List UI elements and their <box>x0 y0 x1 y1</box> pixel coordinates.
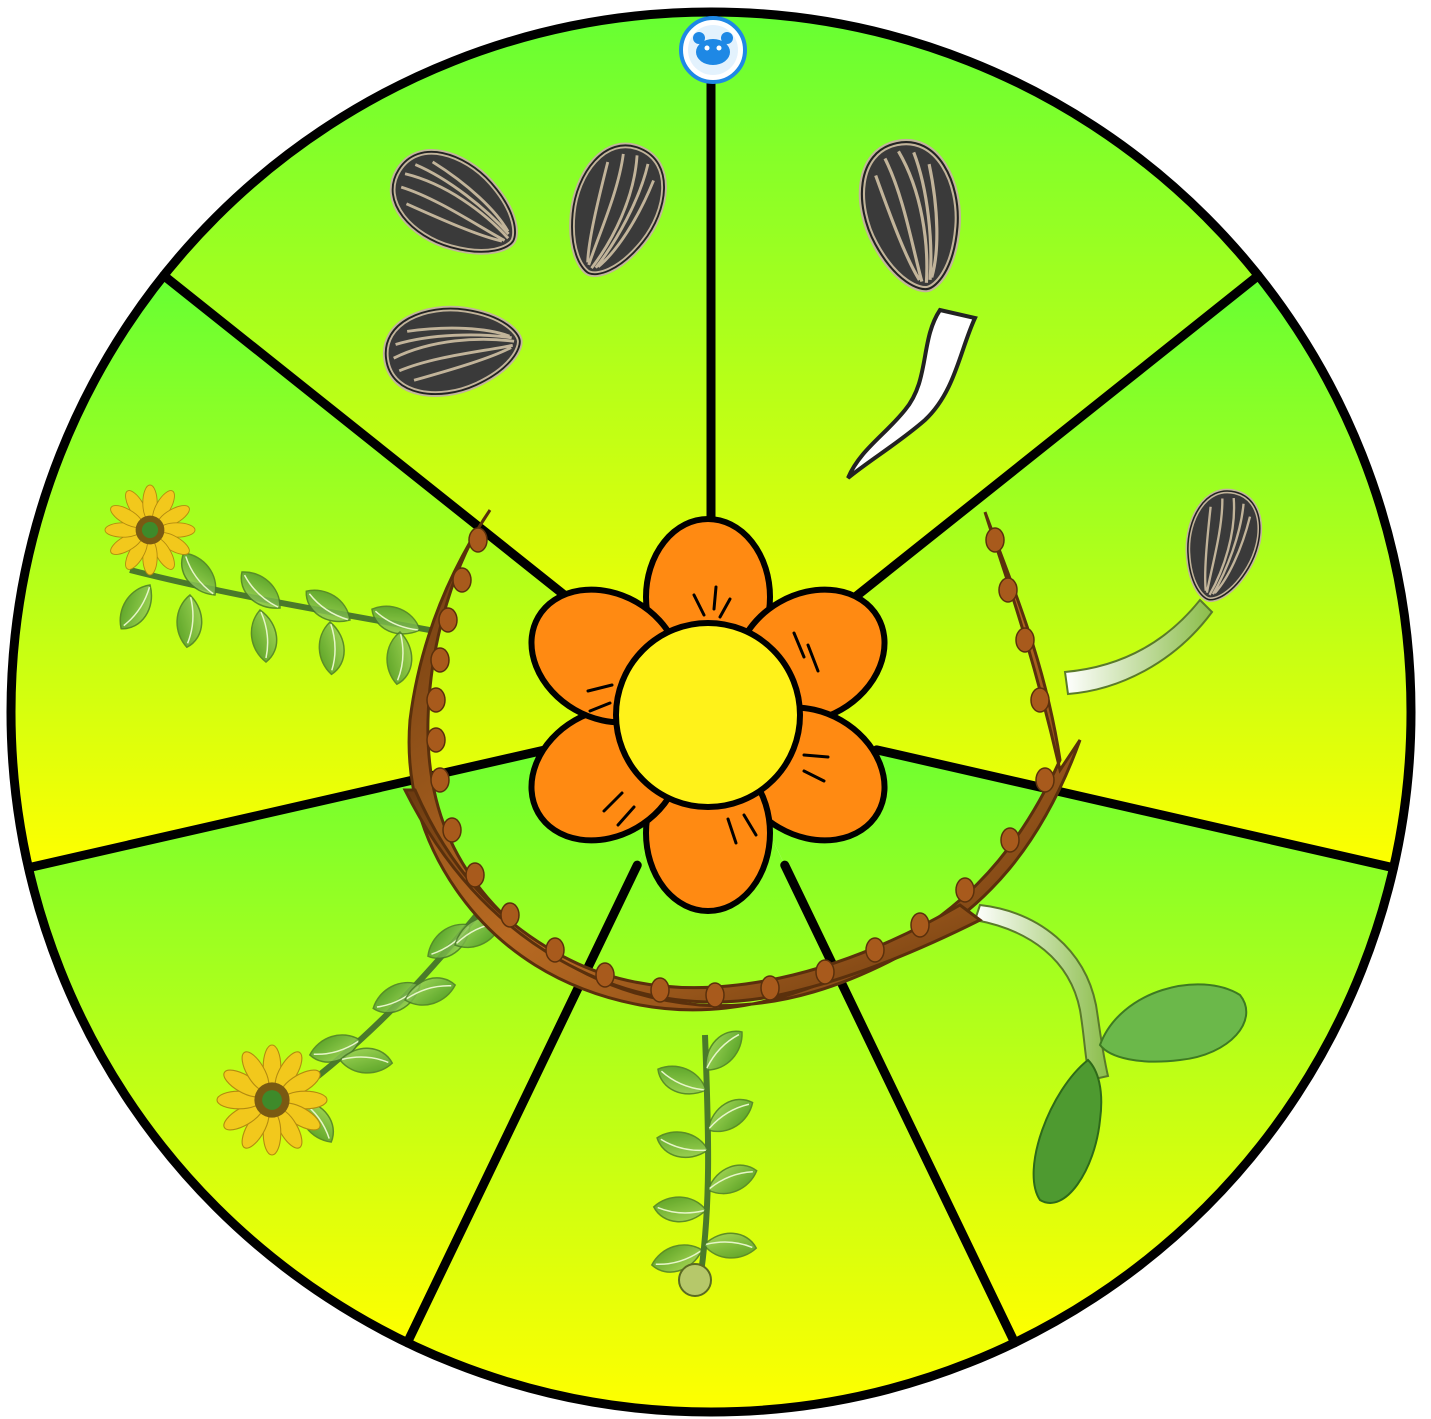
stem-bump <box>546 938 564 962</box>
stem-bump <box>1016 628 1034 652</box>
stem-bump <box>956 878 974 902</box>
stem-bump <box>443 818 461 842</box>
stem-bump <box>431 768 449 792</box>
stem-bump <box>501 903 519 927</box>
stem-bump <box>1031 688 1049 712</box>
stem-bump <box>911 913 929 937</box>
stem-bump <box>439 608 457 632</box>
stem-bump <box>466 863 484 887</box>
stem-bump <box>999 578 1017 602</box>
stem-bump <box>866 938 884 962</box>
stem-bump <box>469 528 487 552</box>
stem-bump <box>431 648 449 672</box>
stem-bump <box>453 568 471 592</box>
stem-bump <box>1001 828 1019 852</box>
stem-bump <box>427 688 445 712</box>
stem-bump <box>651 978 669 1002</box>
stem-bump <box>596 963 614 987</box>
stem-bump <box>816 960 834 984</box>
stem-bump <box>427 728 445 752</box>
stem-bump <box>986 528 1004 552</box>
stem-bump <box>706 983 724 1007</box>
stem-bump <box>1036 768 1054 792</box>
stem-bump <box>761 976 779 1000</box>
